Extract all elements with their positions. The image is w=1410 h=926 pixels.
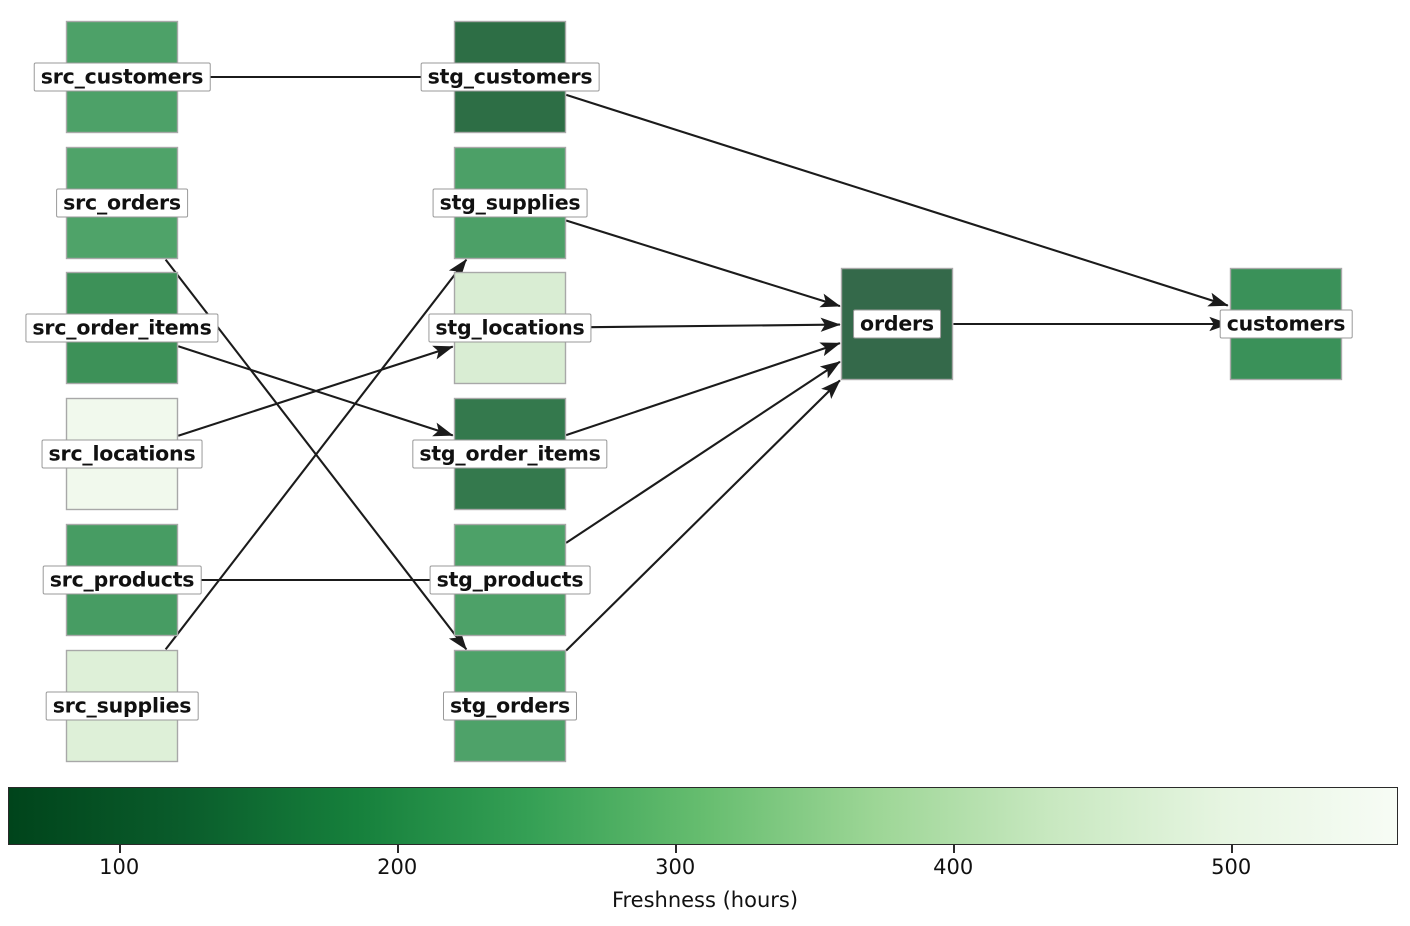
- colorbar-tick-mark: [1231, 845, 1233, 853]
- edge-stg_order_items-to-orders: [565, 342, 841, 437]
- edge-src_locations-to-stg_locations: [177, 345, 454, 437]
- node-label-stg_orders[interactable]: stg_orders: [442, 691, 578, 721]
- node-label-src_locations[interactable]: src_locations: [41, 439, 203, 469]
- edge-src_supplies-to-stg_supplies: [164, 258, 468, 651]
- node-label-src_products[interactable]: src_products: [42, 565, 202, 595]
- colorbar-gradient: [8, 787, 1398, 845]
- node-label-stg_locations[interactable]: stg_locations: [428, 313, 592, 343]
- freshness-colorbar: 100 200 300 400 500: [8, 787, 1398, 885]
- node-label-src_orders[interactable]: src_orders: [56, 188, 188, 218]
- node-label-stg_customers[interactable]: stg_customers: [420, 62, 600, 92]
- edges-layer: [164, 75, 1230, 652]
- edge-stg_orders-to-orders: [565, 379, 841, 652]
- edge-stg_products-to-orders: [565, 360, 841, 544]
- colorbar-tick-label: 300: [655, 855, 696, 879]
- colorbar-tick-axis: 100 200 300 400 500: [8, 845, 1398, 885]
- node-label-src_supplies[interactable]: src_supplies: [45, 691, 199, 721]
- node-label-stg_supplies[interactable]: stg_supplies: [432, 188, 588, 218]
- nodes-layer: [65, 20, 1343, 763]
- colorbar-tick-mark: [953, 845, 955, 853]
- colorbar-tick-label: 100: [99, 855, 140, 879]
- edge-stg_customers-to-customers: [565, 93, 1229, 307]
- edge-stg_locations-to-orders: [566, 317, 841, 332]
- edge-stg_supplies-to-orders: [565, 219, 841, 308]
- node-label-stg_order_items[interactable]: stg_order_items: [412, 439, 608, 469]
- colorbar-axis-label: Freshness (hours): [611, 888, 799, 912]
- node-label-src_customers[interactable]: src_customers: [33, 62, 211, 92]
- colorbar-tick-label: 400: [933, 855, 974, 879]
- node-label-stg_products[interactable]: stg_products: [429, 565, 591, 595]
- colorbar-tick-mark: [119, 845, 121, 853]
- node-label-orders[interactable]: orders: [853, 309, 941, 339]
- colorbar-tick-label: 200: [377, 855, 418, 879]
- colorbar-tick-label: 500: [1211, 855, 1252, 879]
- node-label-customers[interactable]: customers: [1219, 309, 1353, 339]
- colorbar-tick-mark: [675, 845, 677, 853]
- node-label-src_order_items[interactable]: src_order_items: [25, 313, 219, 343]
- colorbar-tick-mark: [397, 845, 399, 853]
